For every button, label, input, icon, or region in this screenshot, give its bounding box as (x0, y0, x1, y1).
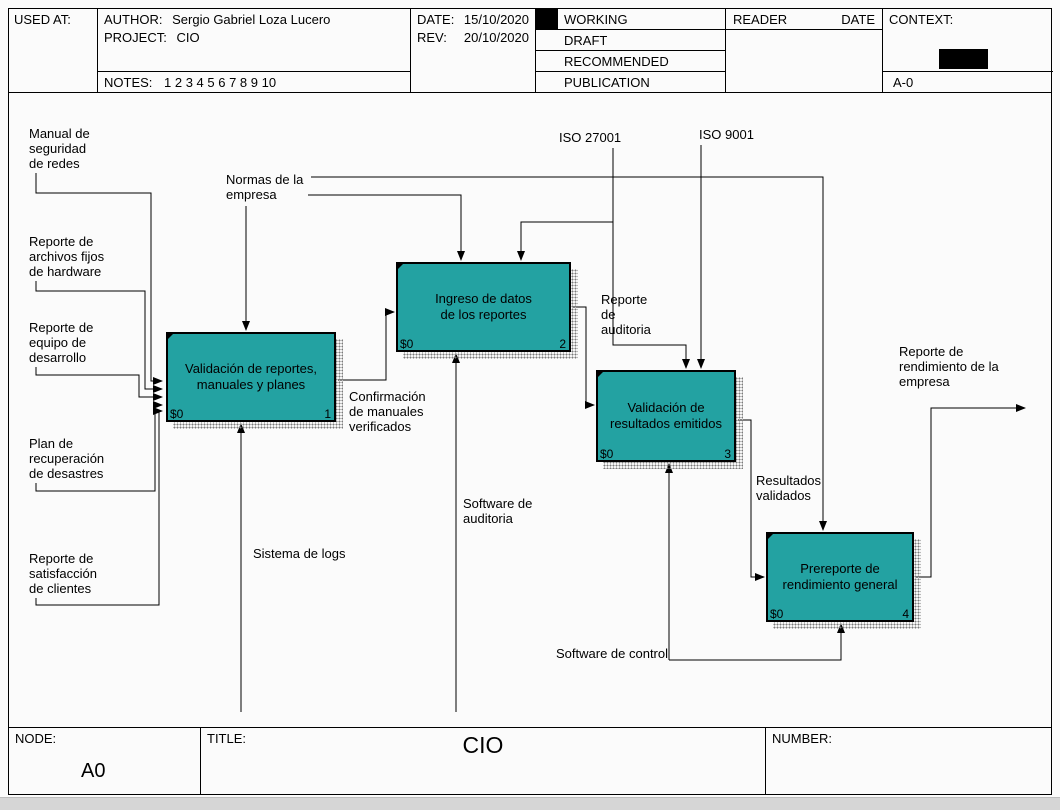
project-value: CIO (176, 30, 200, 45)
flow-label-reporte-auditoria: Reporte de auditoria (601, 292, 651, 337)
mechanism-label-software-auditoria: Software de auditoria (463, 496, 533, 526)
author-cell: AUTHOR: Sergio Gabriel Loza Lucero PROJE… (98, 9, 411, 92)
corner-fold-icon (596, 370, 605, 379)
project-label: PROJECT: (104, 30, 167, 45)
node-cell: NODE: A0 (9, 728, 201, 794)
status-draft-label: DRAFT (564, 32, 608, 48)
arrow-confirmacion-output (338, 308, 395, 381)
corner-fold-icon (166, 332, 175, 341)
author-divider (98, 71, 410, 72)
arrow-rendimiento-output (916, 404, 1026, 578)
control-label-iso27001: ISO 27001 (559, 130, 622, 145)
footer: NODE: A0 TITLE: CIO NUMBER: (8, 727, 1052, 795)
flow-label-confirmacion: Confirmación de manuales verificados (349, 389, 426, 434)
working-marker (536, 9, 558, 29)
diagram-area: Manual de seguridad de redes Reporte de … (8, 93, 1052, 727)
title-cell: TITLE: CIO (201, 728, 766, 794)
input-label-manual-seguridad: Manual de seguridad de redes (29, 126, 90, 171)
date-label: DATE: (417, 12, 455, 27)
status-cell: WORKING DRAFT RECOMMENDED PUBLICATION (536, 9, 726, 92)
bottom-strip (0, 797, 1060, 810)
status-working-label: WORKING (564, 11, 628, 27)
context-cell: CONTEXT: A-0 (883, 9, 1053, 92)
reader-header-row: READER DATE (726, 9, 882, 30)
reader-label: READER (733, 11, 788, 27)
date-row: DATE: 15/10/2020 (411, 9, 535, 27)
input-label-reporte-equipo: Reporte de equipo de desarrollo (29, 320, 94, 365)
box-number: 1 (324, 407, 331, 421)
status-row-working: WORKING (536, 9, 725, 30)
box-cost: $0 (170, 407, 184, 421)
node-label: NODE: (15, 731, 57, 746)
node-value: A0 (81, 760, 106, 782)
box-cost: $0 (770, 607, 784, 621)
reader-date-label: DATE (841, 11, 875, 27)
status-row-publication: PUBLICATION (536, 72, 725, 92)
notes-label: NOTES: (104, 75, 153, 90)
author-label: AUTHOR: (104, 12, 163, 27)
context-divider (883, 71, 1053, 72)
corner-fold-icon (766, 532, 775, 541)
author-row: AUTHOR: Sergio Gabriel Loza Lucero (98, 9, 410, 27)
input-label-plan-recuperacion: Plan de recuperación de desastres (29, 436, 105, 481)
notes-value: 1 2 3 4 5 6 7 8 9 10 (164, 75, 277, 90)
activity-box-3[interactable]: Validación de resultados emitidos $0 3 (596, 370, 743, 469)
author-value: Sergio Gabriel Loza Lucero (172, 12, 331, 27)
input-label-reporte-archivos: Reporte de archivos fijos de hardware (29, 234, 105, 279)
context-node: A-0 (893, 75, 914, 90)
box-number: 4 (902, 607, 909, 621)
status-publication-label: PUBLICATION (564, 74, 650, 90)
activity-box-1[interactable]: Validación de reportes, manuales y plane… (166, 332, 343, 429)
box-cost: $0 (400, 337, 414, 351)
project-row: PROJECT: CIO (98, 27, 410, 45)
notes-row: NOTES: 1 2 3 4 5 6 7 8 9 10 (104, 75, 276, 90)
status-row-recommended: RECOMMENDED (536, 51, 725, 72)
status-recommended-label: RECOMMENDED (564, 53, 669, 69)
activity-box-2[interactable]: Ingreso de datos de los reportes $0 2 (396, 262, 578, 359)
used-at-cell: USED AT: (9, 9, 98, 92)
context-marker (939, 49, 988, 69)
corner-fold-icon (396, 262, 405, 271)
dates-cell: DATE: 15/10/2020 REV: 20/10/2020 (411, 9, 536, 92)
control-label-normas: Normas de la empresa (226, 172, 304, 202)
mechanism-label-software-control: Software de control (556, 646, 669, 661)
activity-box-2-body[interactable]: Ingreso de datos de los reportes (396, 262, 571, 352)
rev-row: REV: 20/10/2020 (411, 27, 535, 45)
output-label-rendimiento: Reporte de rendimiento de la empresa (899, 344, 999, 389)
reader-cell: READER DATE (726, 9, 883, 92)
box-cost: $0 (600, 447, 614, 461)
header: USED AT: AUTHOR: Sergio Gabriel Loza Luc… (8, 8, 1053, 93)
title-value: CIO (462, 732, 504, 758)
arrow-normas-to-box2 (308, 194, 465, 261)
title-label: TITLE: (207, 731, 247, 746)
status-row-draft: DRAFT (536, 30, 725, 51)
control-label-iso9001: ISO 9001 (699, 127, 754, 142)
context-label: CONTEXT: (889, 12, 954, 27)
box-number: 3 (724, 447, 731, 461)
date-value: 15/10/2020 (463, 12, 529, 27)
arrow-reporte-equipo (35, 367, 163, 401)
number-cell: NUMBER: (766, 728, 1051, 794)
flow-label-resultados: Resultados validados (756, 473, 822, 503)
activity-box-4[interactable]: Prereporte de rendimiento general $0 4 (766, 532, 921, 629)
number-label: NUMBER: (772, 731, 832, 746)
arrow-software-control-to-box4 (669, 623, 845, 661)
rev-value: 20/10/2020 (463, 30, 529, 45)
activity-box-3-body[interactable]: Validación de resultados emitidos (596, 370, 736, 462)
used-at-label: USED AT: (14, 12, 71, 27)
activity-box-4-body[interactable]: Prereporte de rendimiento general (766, 532, 914, 622)
rev-label: REV: (417, 30, 447, 45)
arrow-iso27001-to-box2 (517, 148, 614, 261)
box-number: 2 (559, 337, 566, 351)
activity-box-1-body[interactable]: Validación de reportes, manuales y plane… (166, 332, 336, 422)
mechanism-label-sistema-logs: Sistema de logs (253, 546, 346, 561)
input-label-reporte-satisfaccion: Reporte de satisfacción de clientes (29, 551, 97, 596)
